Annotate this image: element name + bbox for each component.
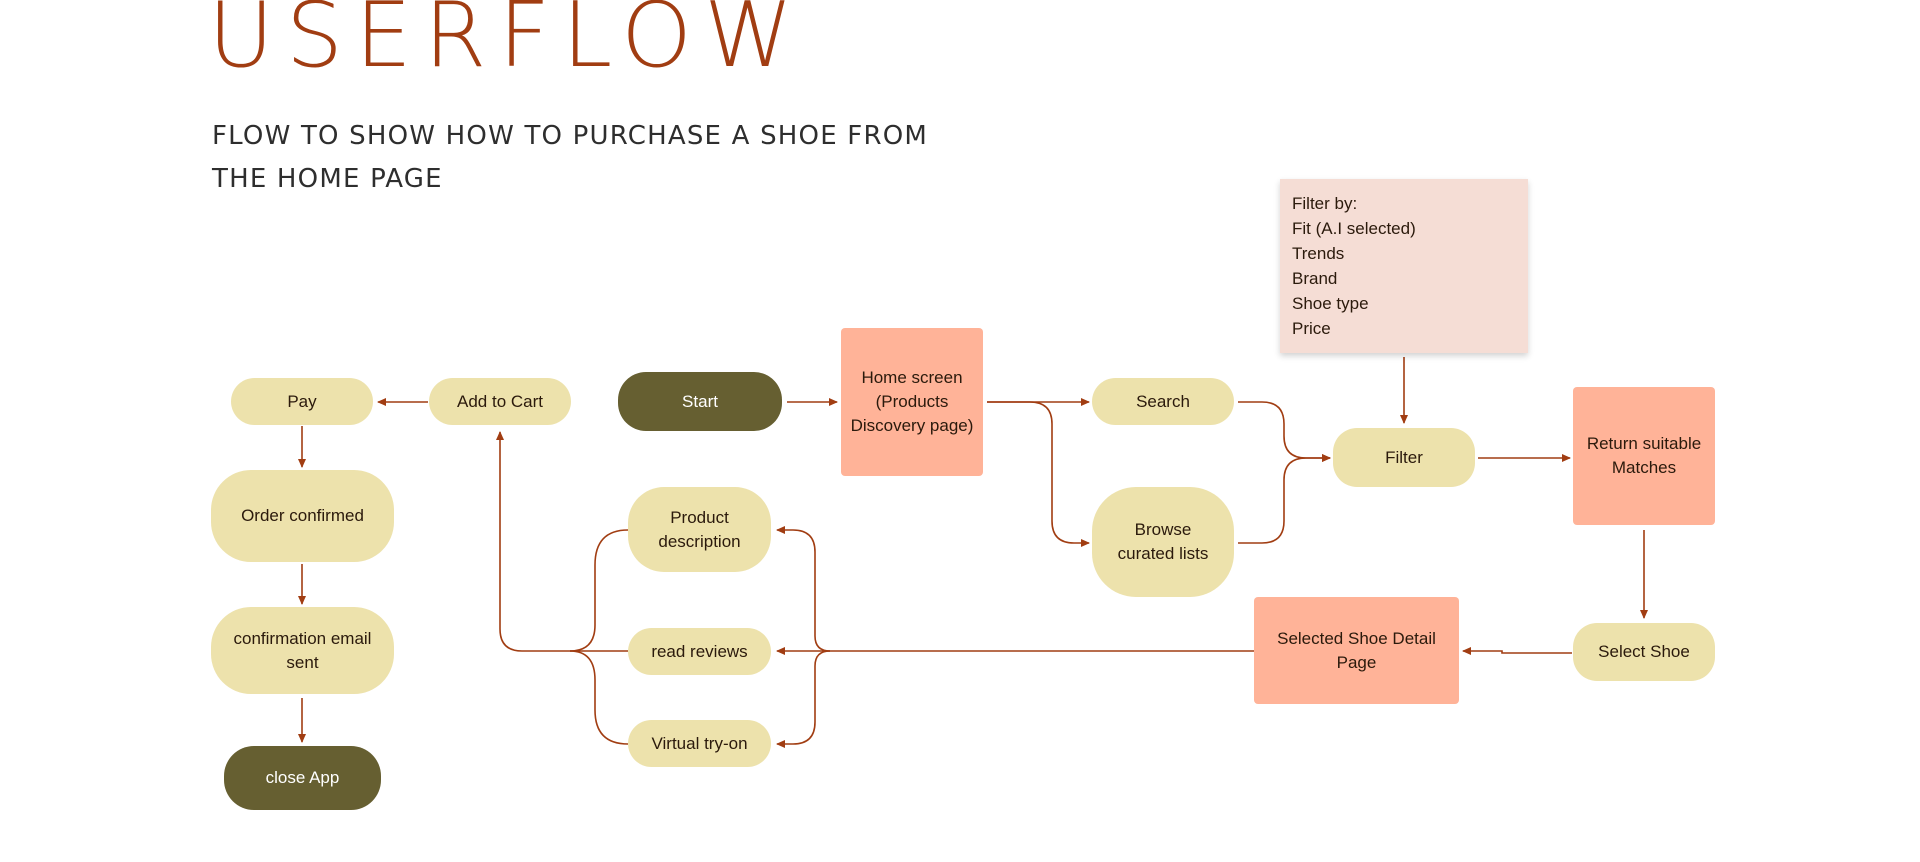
start-node: Start (618, 372, 782, 431)
close-app-node: close App (224, 746, 381, 810)
search-node: Search (1092, 378, 1234, 425)
filter-option: Shoe type (1292, 294, 1369, 313)
close-app-label: close App (265, 768, 340, 787)
selected-shoe-detail-page-label: Selected Shoe Detail Page (1277, 628, 1436, 672)
selected-shoe-detail-page-node: Selected Shoe Detail Page (1254, 597, 1459, 704)
filter-options-note: Filter by: Fit (A.I selected) Trends Bra… (1280, 179, 1528, 353)
product-description-label: Product description (658, 507, 741, 551)
edge-browse-to-filter (1238, 454, 1331, 544)
page-title: USERFLOW (208, 0, 805, 88)
home-screen-label: Home screen (Products Discovery page) (850, 368, 974, 435)
start-label: Start (682, 391, 718, 411)
return-suitable-matches-label: Return suitable Matches (1586, 434, 1702, 477)
filter-option: Trends (1292, 244, 1345, 263)
search-label: Search (1136, 391, 1190, 411)
confirmation-email-sent-label: confirmation email sent (233, 628, 372, 672)
add-to-cart-node: Add to Cart (429, 378, 571, 425)
filter-options-list: Fit (A.I selected) Trends Brand Shoe typ… (1292, 216, 1516, 341)
add-to-cart-label: Add to Cart (457, 391, 543, 411)
select-shoe-node: Select Shoe (1573, 623, 1715, 681)
read-reviews-node: read reviews (628, 628, 771, 675)
virtual-try-on-label: Virtual try-on (651, 733, 748, 753)
product-description-node: Product description (628, 487, 771, 572)
edge-select-shoe-to-detail (1462, 647, 1572, 655)
edge-detail-to-description (776, 526, 831, 652)
edge-reviews-to-cart (496, 431, 628, 652)
filter-node: Filter (1333, 428, 1475, 487)
return-suitable-matches-node: Return suitable Matches (1573, 387, 1715, 525)
pay-label: Pay (287, 391, 317, 411)
page-subtitle: FLOW TO SHOW HOW TO PURCHASE A SHOE FROM… (212, 121, 929, 194)
read-reviews-label: read reviews (651, 641, 748, 661)
virtual-try-on-node: Virtual try-on (628, 720, 771, 767)
order-confirmed-node: Order confirmed (211, 470, 394, 562)
filter-label: Filter (1385, 447, 1423, 467)
select-shoe-label: Select Shoe (1598, 642, 1690, 661)
edge-detail-to-tryon (776, 650, 831, 748)
edge-tryon-merge (569, 650, 629, 745)
edge-description-merge (569, 529, 629, 652)
confirmation-email-sent-node: confirmation email sent (211, 607, 394, 694)
home-screen-node: Home screen (Products Discovery page) (841, 328, 983, 476)
order-confirmed-label: Order confirmed (241, 506, 364, 525)
browse-curated-lists-node: Browse curated lists (1092, 487, 1234, 597)
filter-note-heading: Filter by: (1292, 194, 1358, 213)
filter-option: Brand (1292, 269, 1338, 288)
edge-search-to-filter (1238, 401, 1331, 462)
edge-home-to-browse (987, 401, 1090, 547)
filter-option: Price (1292, 319, 1331, 338)
browse-curated-lists-label: Browse curated lists (1117, 520, 1209, 563)
pay-node: Pay (231, 378, 373, 425)
filter-option: Fit (A.I selected) (1292, 219, 1416, 238)
